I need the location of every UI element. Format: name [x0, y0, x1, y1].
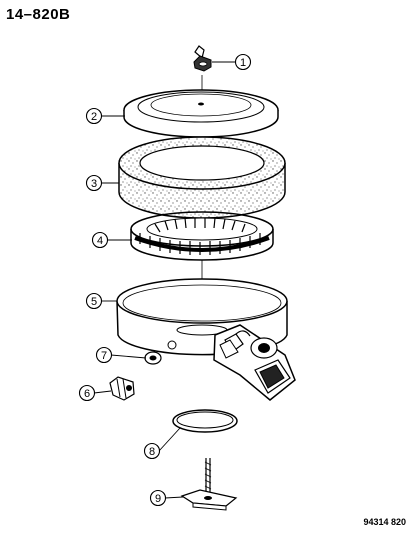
svg-text:9: 9 [155, 493, 161, 505]
svg-text:3: 3 [91, 178, 97, 190]
gasket-part [172, 409, 238, 433]
filter-screen-part [130, 211, 274, 261]
grommet-part [144, 351, 162, 365]
callout-4: 4 [91, 231, 109, 249]
callout-8: 8 [143, 442, 161, 460]
fitting-part [109, 376, 135, 401]
svg-text:6: 6 [84, 388, 90, 400]
wing-nut-part [193, 45, 212, 72]
callout-7: 7 [95, 346, 113, 364]
svg-text:2: 2 [91, 111, 97, 123]
housing-part [116, 278, 296, 401]
leader-6 [93, 390, 112, 394]
leader-9 [164, 496, 184, 499]
svg-text:5: 5 [91, 296, 97, 308]
callout-6: 6 [78, 384, 96, 402]
svg-text:8: 8 [149, 446, 155, 458]
svg-text:7: 7 [101, 350, 107, 362]
leader-8 [158, 427, 181, 452]
callout-5: 5 [85, 292, 103, 310]
filter-element-part [118, 136, 286, 219]
page-code: 14–820B [6, 6, 71, 23]
stud-bracket-part [180, 458, 238, 511]
callout-3: 3 [85, 174, 103, 192]
callout-9: 9 [149, 489, 167, 507]
leader-7 [110, 354, 147, 359]
callout-2: 2 [85, 107, 103, 125]
drawing-code: 94314 820 [363, 517, 406, 527]
svg-text:4: 4 [97, 235, 103, 247]
callout-1: 1 [234, 53, 252, 71]
cover-part [123, 89, 279, 138]
svg-text:1: 1 [240, 57, 246, 69]
